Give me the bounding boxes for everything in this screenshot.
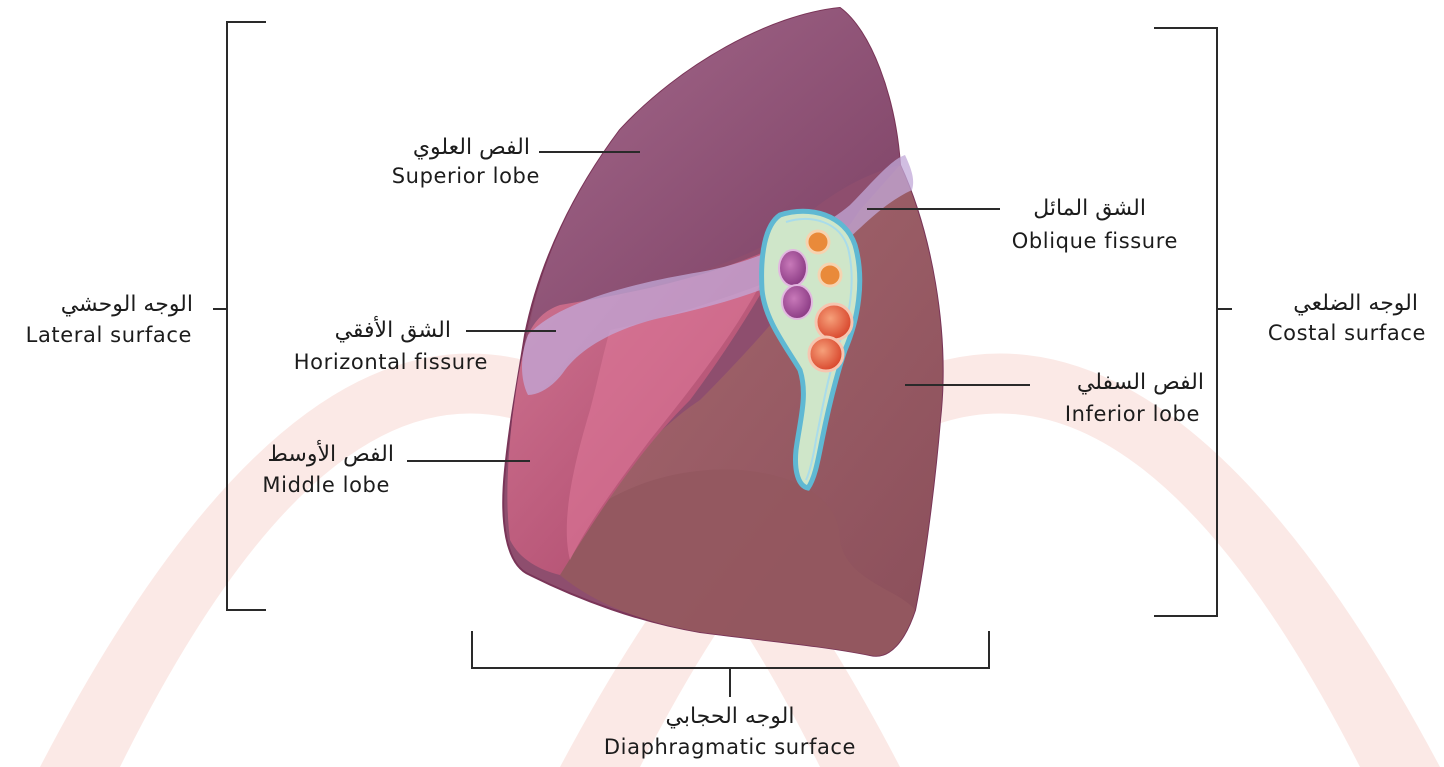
- diaphragmatic-surface-label-en: Diaphragmatic surface: [560, 737, 900, 758]
- inferior-lobe-label-en: Inferior lobe: [1065, 404, 1200, 425]
- middle-lobe-label-en: Middle lobe: [262, 475, 390, 496]
- inferior-lobe-label-ar: الفص السفلي: [1077, 372, 1204, 394]
- oblique-fissure-label-ar: الشق المائل: [1033, 198, 1146, 220]
- bronchus-upper: [807, 231, 829, 253]
- lung-illustration: [503, 8, 942, 656]
- horizontal-fissure-label-ar: الشق الأفقي: [335, 320, 451, 342]
- costal-surface-label-ar: الوجه الضلعي: [1293, 293, 1418, 315]
- lateral-surface-label-ar: الوجه الوحشي: [61, 294, 193, 316]
- diaphragmatic-surface-label-ar: الوجه الحجابي: [580, 706, 880, 728]
- pulmonary-artery-upper: [816, 304, 852, 340]
- pulmonary-artery-lower: [809, 337, 843, 371]
- costal-surface-label-en: Costal surface: [1268, 323, 1426, 344]
- horizontal-fissure-label-en: Horizontal fissure: [294, 352, 488, 373]
- pulmonary-vein-upper: [779, 250, 807, 286]
- bronchus-lower: [819, 264, 841, 286]
- diaphragmatic-surface-bracket: [472, 631, 989, 697]
- lateral-surface-label-en: Lateral surface: [26, 325, 192, 346]
- middle-lobe-label-ar: الفص الأوسط: [268, 444, 395, 466]
- oblique-fissure-label-en: Oblique fissure: [1012, 231, 1178, 252]
- superior-lobe-label-en: Superior lobe: [392, 166, 540, 187]
- pulmonary-vein-lower: [782, 285, 812, 319]
- superior-lobe-label-ar: الفص العلوي: [413, 137, 530, 159]
